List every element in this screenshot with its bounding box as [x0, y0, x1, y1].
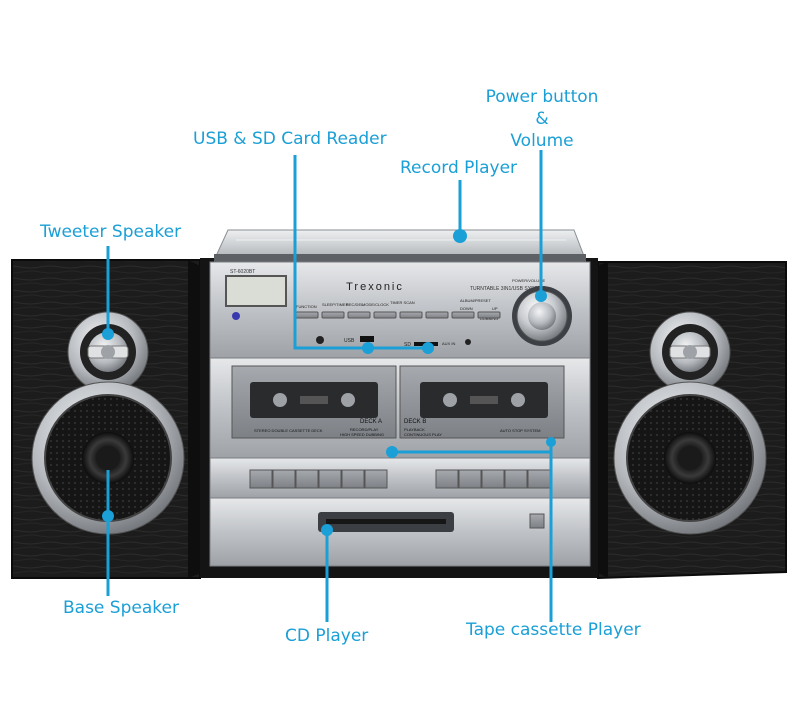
svg-text:HIGH SPEED DUBBING: HIGH SPEED DUBBING [340, 432, 384, 437]
svg-text:AUX IN: AUX IN [442, 341, 455, 346]
tape-cassette-callout: Tape cassette Player [466, 620, 641, 640]
turntable-lid [215, 229, 585, 257]
cd-eject-button [529, 513, 545, 529]
left-woofer [31, 381, 185, 535]
power-volume-callout: Power button & Volume [474, 86, 610, 152]
callout-dots [102, 229, 556, 536]
svg-text:REC/DEL: REC/DEL [346, 302, 364, 307]
lcd-display [225, 275, 287, 307]
svg-text:TIMER SCAN: TIMER SCAN [390, 300, 415, 305]
left-speaker [11, 259, 204, 579]
svg-text:FUNCTION: FUNCTION [296, 304, 317, 309]
model-label: ST-6020BT [230, 269, 255, 275]
svg-text:SLEEP/TIMER: SLEEP/TIMER [322, 302, 349, 307]
system-name: TURNTABLE 3IN1/USB SYSTEM [470, 286, 545, 292]
svg-text:AUTO STOP SYSTEM: AUTO STOP SYSTEM [500, 428, 540, 433]
deck-b-transport-buttons [435, 469, 551, 489]
svg-text:PLAYBACK: PLAYBACK [404, 427, 425, 432]
headphone-jack [316, 336, 324, 344]
left-tweeter [67, 311, 149, 393]
brand-logo: Trexonic [346, 281, 404, 293]
svg-text:SD: SD [404, 342, 411, 348]
svg-text:ALBUM/PRESET: ALBUM/PRESET [460, 298, 491, 303]
record-player-callout: Record Player [400, 158, 518, 178]
power-callout-line3: Volume [510, 131, 574, 151]
svg-text:RECORD/PLAY: RECORD/PLAY [350, 427, 379, 432]
cd-player-callout: CD Player [285, 626, 369, 646]
svg-text:DECK A: DECK A [360, 419, 382, 425]
svg-text:CONTINUOUS PLAY: CONTINUOUS PLAY [404, 432, 442, 437]
right-woofer [613, 381, 767, 535]
svg-text:POWER/VOLUME: POWER/VOLUME [512, 278, 545, 283]
svg-text:USB: USB [344, 338, 355, 344]
power-callout-line1: Power button [485, 87, 599, 107]
svg-text:DOWN: DOWN [460, 306, 473, 311]
aux-jack [465, 339, 471, 345]
right-tweeter [649, 311, 731, 393]
svg-text:MODE/CLOCK: MODE/CLOCK [362, 302, 389, 307]
svg-text:DECK B: DECK B [404, 419, 426, 425]
svg-text:UP: UP [492, 306, 498, 311]
cassette-deck-b: DECK B PLAYBACK CONTINUOUS PLAY AUTO STO… [399, 365, 565, 439]
usb-port [360, 336, 374, 342]
deck-a-transport-buttons [249, 469, 388, 489]
base-speaker-callout: Base Speaker [63, 598, 179, 618]
power-volume-knob: POWER/VOLUME [512, 278, 572, 346]
usb-callout-line [293, 155, 368, 350]
usb-sd-callout: USB & SD Card Reader [193, 129, 387, 149]
main-unit: ST-6020BT Trexonic TURNTABLE 3IN1/USB SY… [200, 229, 598, 578]
right-speaker [596, 261, 787, 580]
function-buttons [295, 311, 501, 319]
tweeter-speaker-callout: Tweeter Speaker [40, 222, 182, 242]
cassette-deck-a: DECK A RECORD/PLAY HIGH SPEED DUBBING ST… [231, 365, 397, 439]
power-callout-line2: & [535, 109, 549, 129]
svg-text:STEREO DOUBLE CASSETTE DECK: STEREO DOUBLE CASSETTE DECK [254, 428, 323, 433]
callout-lines [106, 150, 553, 622]
